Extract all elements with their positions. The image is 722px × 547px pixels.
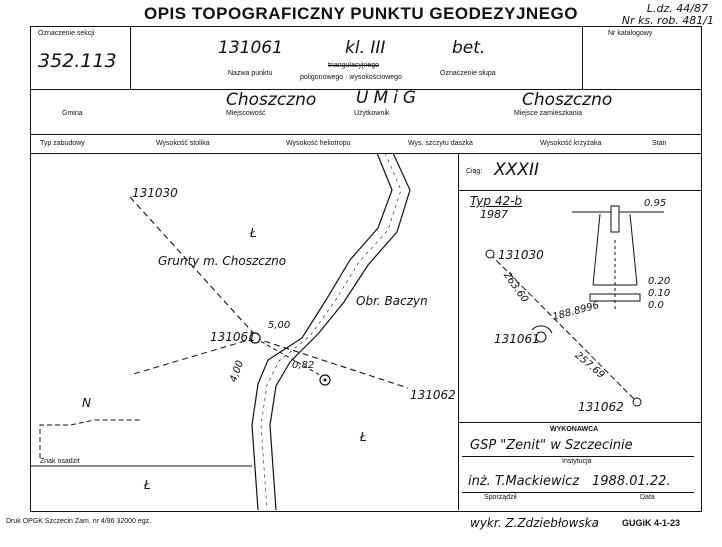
region-label-baczyn: Obr. Baczyn [356,294,428,308]
locality-label: Miejscowość [226,110,266,117]
point-label-131062: 131062 [410,388,456,402]
catalog-label: Nr katalogowy [608,30,653,37]
triangulation-label: triangulacyjnego [328,62,379,69]
state-label: Stan [652,140,667,147]
divider [462,456,694,457]
executor-heading: WYKONAWCA [550,426,599,433]
roof-height-label: Wys. szczytu daszka [408,140,473,147]
diagram-point-131061: 131061 [494,332,540,346]
marker-value: bet. [452,38,486,58]
north-mark: N [82,396,91,410]
point-label-131061: 131061 [210,330,256,344]
ref-number: L.dz. 44/87 [646,2,708,15]
monument-year: 1987 [480,208,508,221]
divider [458,190,701,191]
height-label: 0.10 [648,288,671,299]
class-value: kl. III [345,38,386,58]
ciag-value: XXXII [494,160,539,180]
znak-label: Znak osadzit [40,458,80,465]
point-name-value: 131061 [218,38,283,58]
residence-label: Miejsce zamieszkania [514,110,583,117]
divider [30,134,701,135]
author-label: Sporządził [484,494,517,501]
form-frame [30,26,702,512]
cross-height-label: Wysokość krzyżaka [540,140,602,147]
date-label: Data [640,494,655,501]
point-label-131030: 131030 [132,186,178,200]
region-label-grunty: Grunty m. Choszczno [158,254,287,268]
divider [30,153,701,154]
diagram-point-131030: 131030 [498,248,544,262]
print-info: Druk OPGK Szczecin Zam. nr 4/86 32000 eg… [6,518,152,525]
marker-label: Oznaczenie słupa [440,70,496,77]
polygon-label: poligonowego · wysokościowego [300,74,402,81]
distance-label: 0,82 [292,360,315,371]
height-label: 0.0 [648,300,664,311]
locality-value: UMiG [356,88,422,108]
distance-label: 5,00 [268,320,291,331]
section-value: 352.113 [38,50,117,72]
table-height-label: Wysokość stolika [156,140,210,147]
divider [582,26,583,89]
land-mark: Ł [360,430,367,444]
point-name-label: Nazwa punktu [228,70,273,77]
divider [458,153,459,510]
drawn-by: wykr. Z.Zdziebłowska [470,516,599,530]
section-label: Oznaczenie sekcji [38,30,95,37]
divider [130,26,131,89]
gmina-value: Choszczno [226,90,317,110]
heliotrope-height-label: Wysokość heliotropu [286,140,351,147]
height-label: 0.20 [648,276,671,287]
land-mark: Ł [144,478,151,492]
ciag-label: Ciąg: [466,168,483,175]
date-value: 1988.01.22. [592,474,671,489]
land-mark: Ł [250,226,257,240]
diagram-point-131062: 131062 [578,400,624,414]
institution-label: Instytucja [562,458,592,465]
residence-value: Choszczno [522,90,613,110]
monument-type: Typ 42-b [470,194,523,208]
divider [458,422,701,423]
depth-label: 0.95 [644,198,667,209]
gmina-label: Gmina [62,110,83,117]
divider [30,89,701,90]
author-value: inż. T.Mackiewicz [468,474,580,489]
institution-value: GSP "Zenit" w Szczecinie [470,438,633,453]
ref-book-number: Nr ks. rob. 481/1 [621,14,714,27]
form-code: GUGiK 4-1-23 [622,518,681,528]
user-label: Użytkownik [354,110,390,117]
document-title: OPIS TOPOGRAFICZNY PUNKTU GEODEZYJNEGO [144,4,578,23]
building-type-label: Typ zabudowy [40,140,85,147]
divider [462,492,694,493]
